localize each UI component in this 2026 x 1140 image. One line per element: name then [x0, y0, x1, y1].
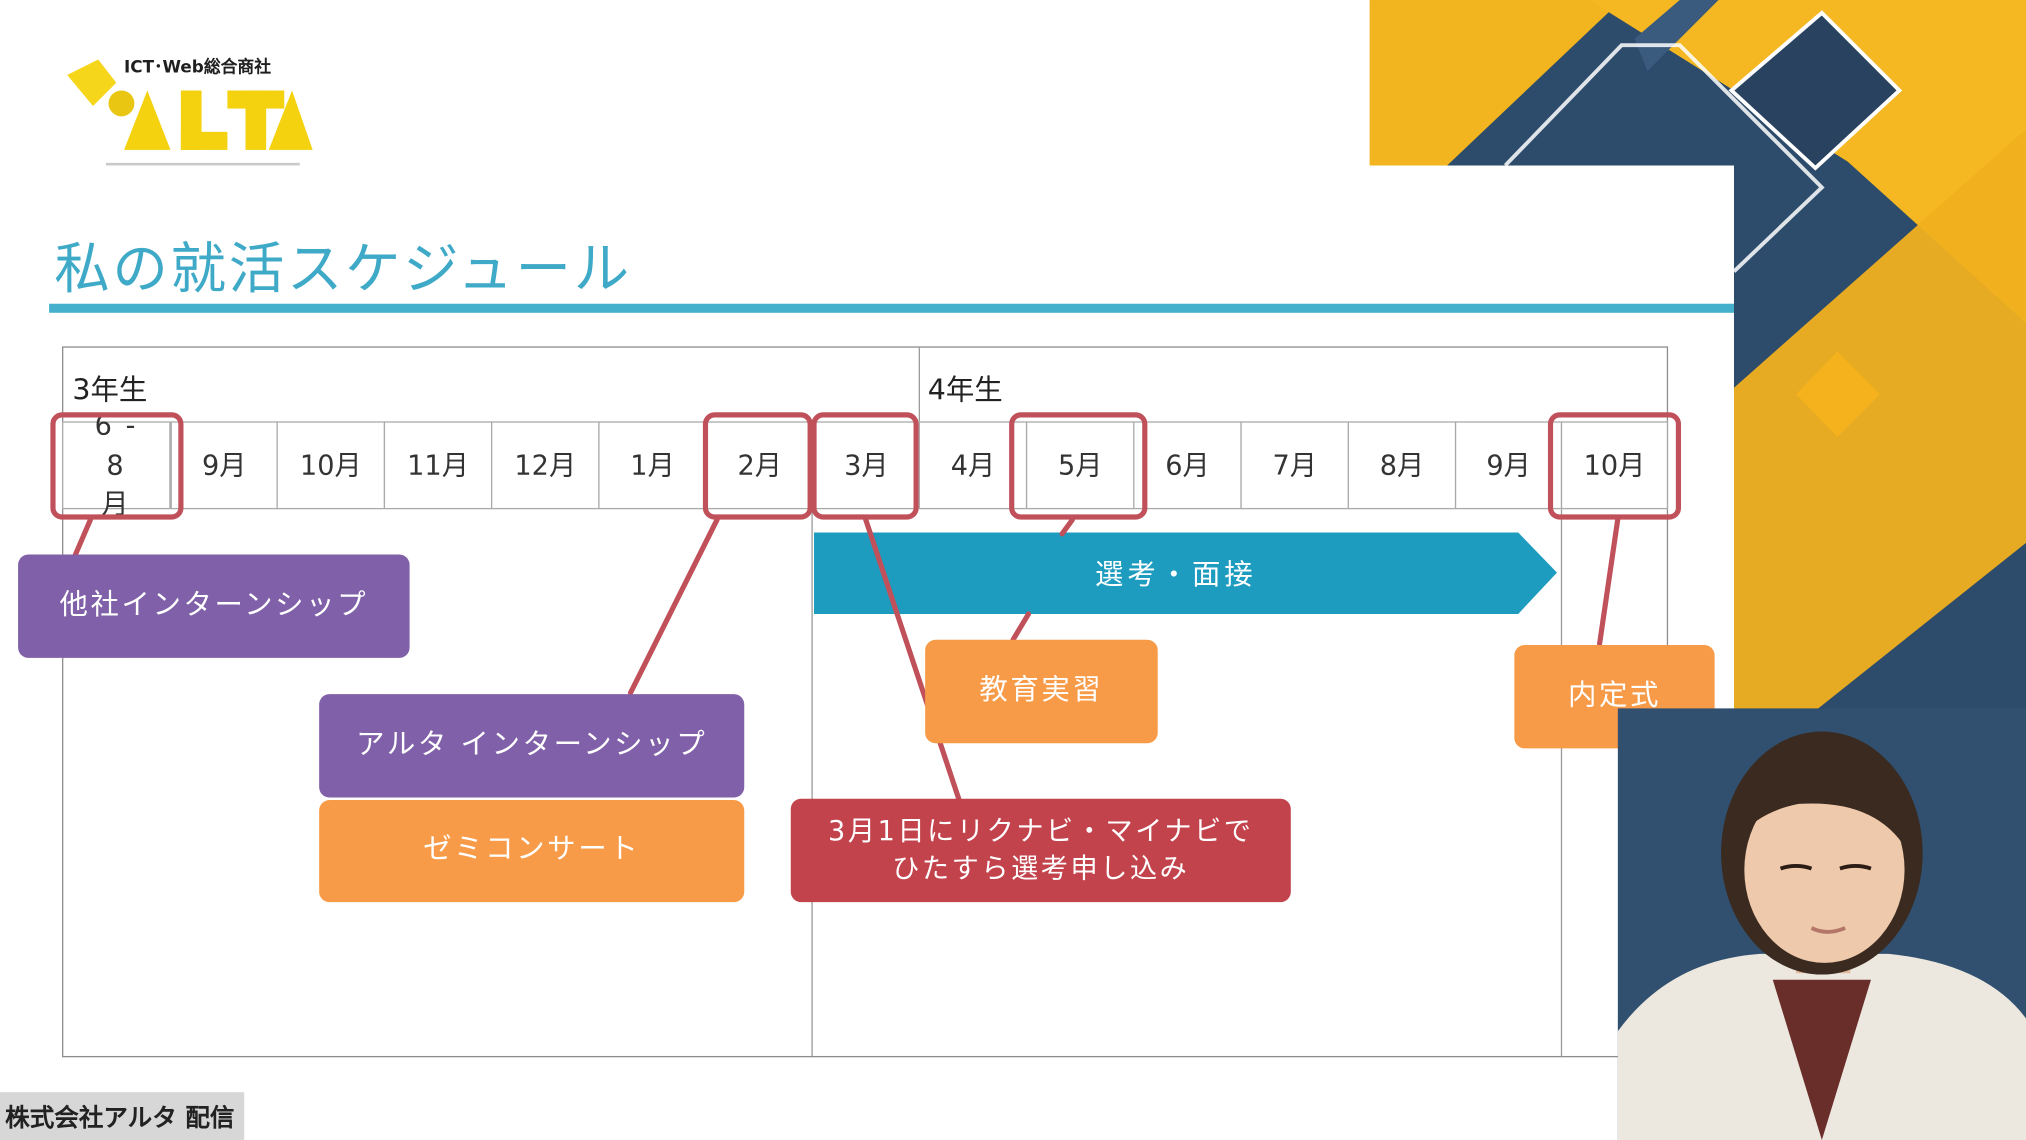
highlight-ring-may	[1009, 412, 1148, 520]
march-entry-line-1: 3月1日にリクナビ・マイナビで	[828, 815, 1254, 847]
stream-caption: 株式会社アルタ 配信	[0, 1092, 245, 1140]
month-cell: 2月	[705, 421, 815, 510]
year-divider	[918, 346, 920, 422]
event-alta-internship: アルタ インターンシップ	[319, 694, 745, 798]
march-entry-line-2: ひたすら選考申し込み	[892, 853, 1190, 885]
month-cell: 10月	[1560, 421, 1669, 510]
month-cell: 12月	[490, 421, 600, 510]
month-cell: 6月	[1133, 421, 1242, 510]
connector-lines	[72, 517, 1621, 802]
logo-tagline: ICT･Web総合商社	[124, 58, 272, 78]
selection-arrow	[814, 532, 1557, 614]
highlight-ring-jun-aug	[50, 412, 184, 520]
month-cell: 9月	[1454, 421, 1563, 510]
month-cell: 7月	[1240, 421, 1349, 510]
month-cell: 10月	[276, 421, 386, 510]
highlight-ring-oct	[1547, 412, 1682, 520]
year-label-3: 3年生	[72, 374, 148, 408]
event-other-internship: 他社インターンシップ	[18, 554, 410, 658]
event-seminar-concert: ゼミコンサート	[319, 800, 745, 903]
highlight-ring-feb	[702, 412, 813, 520]
month-cell: 1月	[598, 421, 707, 510]
alta-logo	[67, 59, 313, 166]
event-march-entry: 3月1日にリクナビ・マイナビで ひたすら選考申し込み	[790, 798, 1291, 903]
year-label-4: 4年生	[927, 374, 1003, 408]
highlight-ring-mar	[811, 412, 919, 520]
selection-interview-label: 選考・面接	[1095, 559, 1257, 592]
event-teaching-practice: 教育実習	[925, 639, 1158, 744]
month-cell: 8月	[1347, 421, 1457, 510]
march-guide-line	[811, 509, 813, 1058]
month-cell: 5月	[1025, 421, 1135, 510]
title-underline	[49, 303, 1734, 313]
presenter-webcam	[1617, 708, 2026, 1140]
slide-title: 私の就活スケジュール	[54, 237, 632, 303]
month-cell: 3月	[812, 421, 920, 510]
october-guide-line	[1560, 509, 1563, 1058]
slide: ICT･Web総合商社 私の就活スケジュール 3年生 4年生 6 - 8 月 9…	[18, 58, 1734, 1058]
